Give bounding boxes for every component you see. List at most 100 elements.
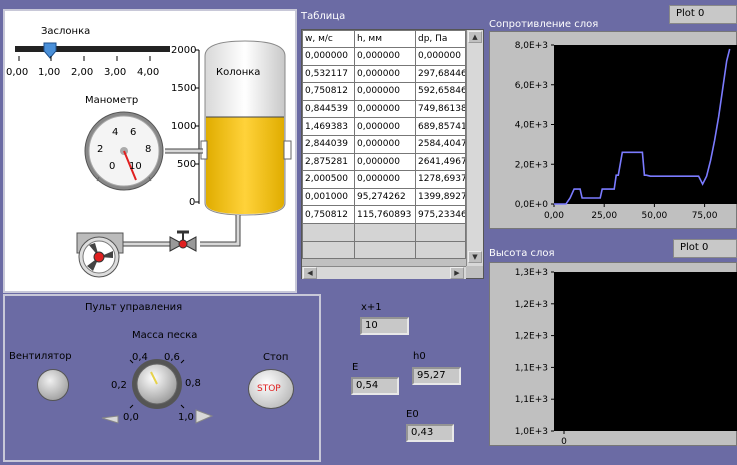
scroll-up-arrow-icon[interactable]: ▲	[468, 31, 482, 43]
chart-1-y-tick-label: 8,0E+3	[515, 41, 548, 51]
scroll-down-arrow-icon[interactable]: ▼	[468, 251, 482, 263]
column-header: h, мм	[354, 30, 416, 48]
stop-button-label: STOP	[257, 384, 281, 394]
scroll-left-arrow-icon[interactable]: ◀	[303, 267, 317, 279]
column-label: Колонка	[216, 67, 261, 78]
column-sand-fill	[206, 117, 284, 214]
damper-label: Заслонка	[41, 26, 91, 37]
table-cell[interactable]: 0,532117	[302, 64, 355, 84]
column-scale-500: 500	[177, 159, 197, 170]
table-cell[interactable]: 2641,4967	[415, 152, 466, 172]
chart-2-x-tick-label: 0	[561, 437, 567, 447]
gauge-tick-8: 8	[145, 144, 152, 155]
table-cell[interactable]: 0,000000	[354, 82, 416, 101]
column-header: dp, Па	[415, 30, 466, 48]
table-cell[interactable]: 0,000000	[415, 47, 466, 66]
gauge-tick-2: 2	[97, 144, 104, 155]
plot-selector-bottom[interactable]: Plot 0	[673, 239, 737, 258]
e-label: E	[352, 362, 359, 373]
table-row-empty[interactable]	[302, 222, 466, 242]
table-cell[interactable]: 2584,4047	[415, 134, 466, 154]
column-scale-1000: 1000	[171, 121, 197, 132]
table-cell[interactable]: 2,875281	[302, 152, 355, 172]
table-cell[interactable]: 0,000000	[354, 47, 416, 66]
table-vertical-scrollbar[interactable]: ▲ ▼	[466, 30, 483, 266]
table-cell[interactable]	[415, 222, 466, 242]
sand-tick-00: 0,0	[123, 412, 139, 423]
table-cell[interactable]: 0,001000	[302, 187, 355, 207]
table-cell[interactable]	[415, 240, 466, 260]
table-cell[interactable]: 0,000000	[354, 64, 416, 84]
gauge-label: Манометр	[85, 95, 139, 106]
table-cell[interactable]: 95,274262	[354, 187, 416, 207]
table-cell[interactable]: 115,760893	[354, 205, 416, 224]
column-header: w, м/с	[302, 30, 355, 48]
table-cell[interactable]: 0,000000	[302, 47, 355, 66]
table-cell[interactable]	[354, 222, 416, 242]
chart-2-plot-area	[554, 272, 737, 431]
chart-2-y-tick-label: 1,1E+3	[515, 395, 548, 405]
chart-1-y-tick-label: 6,0E+3	[515, 81, 548, 91]
stop-button[interactable]	[248, 369, 294, 409]
table-cell[interactable]: 592,65846	[415, 82, 466, 101]
table-title: Таблица	[301, 11, 346, 22]
table-cell[interactable]	[302, 240, 355, 260]
sand-mass-label: Масса песка	[132, 330, 198, 341]
table-cell[interactable]: 297,68446	[415, 64, 466, 84]
gauge-tick-0: 0	[109, 161, 116, 172]
table-row-empty[interactable]	[302, 240, 466, 260]
table-cell[interactable]: 0,000000	[354, 117, 416, 136]
chart-1-x-tick-label: 75,00	[692, 211, 718, 221]
plot-selector-top[interactable]: Plot 0	[669, 5, 737, 24]
column-scale-0: 0	[189, 197, 196, 208]
table-cell[interactable]: 2,000500	[302, 170, 355, 189]
table-cell[interactable]: 975,23346	[415, 205, 466, 224]
fan-toggle-button[interactable]	[37, 369, 69, 401]
table-cell[interactable]: 0,750812	[302, 82, 355, 101]
stop-label: Стоп	[263, 352, 289, 363]
chart-1-y-tick-label: 4,0E+3	[515, 121, 548, 131]
table-cell[interactable]: 0,000000	[354, 152, 416, 172]
chart-1-series-line	[554, 48, 731, 205]
table-horizontal-scrollbar[interactable]: ◀ ▶	[302, 266, 466, 279]
table-cell[interactable]: 749,86138	[415, 99, 466, 119]
table-cell[interactable]	[302, 222, 355, 242]
damper-tick-4: 4,00	[137, 67, 160, 78]
e0-label: E0	[406, 409, 419, 420]
table-cell[interactable]: 1399,8927	[415, 187, 466, 207]
fan-label: Вентилятор	[9, 351, 72, 362]
scroll-right-arrow-icon[interactable]: ▶	[450, 267, 464, 279]
table-cell[interactable]	[354, 240, 416, 260]
table-cell[interactable]: 1,469383	[302, 117, 355, 136]
damper-slider-thumb[interactable]	[43, 42, 57, 59]
table-cell[interactable]: 0,844539	[302, 99, 355, 119]
process-panel: Заслонка 0,00 1,00 2,00 3,00 4,00 Колонк…	[3, 9, 297, 293]
gauge-tick-6: 6	[130, 127, 137, 138]
table-cell[interactable]: 2,844039	[302, 134, 355, 154]
fan-icon	[76, 232, 124, 278]
table-cell[interactable]: 0,000000	[354, 134, 416, 154]
valve-icon	[169, 230, 197, 252]
table-cell[interactable]: 0,750812	[302, 205, 355, 224]
chart-2-y-tick-label: 1,3E+3	[515, 268, 548, 278]
damper-slider-track[interactable]	[15, 46, 170, 52]
sand-tick-04: 0,4	[132, 352, 148, 363]
table-cell[interactable]: 1278,6937	[415, 170, 466, 189]
table-cell[interactable]: 689,85741	[415, 117, 466, 136]
damper-tick-1: 1,00	[38, 67, 61, 78]
table-cell[interactable]: 0,000000	[354, 170, 416, 189]
sand-mass-knob[interactable]	[100, 346, 220, 428]
table-cell[interactable]: 0,000000	[354, 99, 416, 119]
